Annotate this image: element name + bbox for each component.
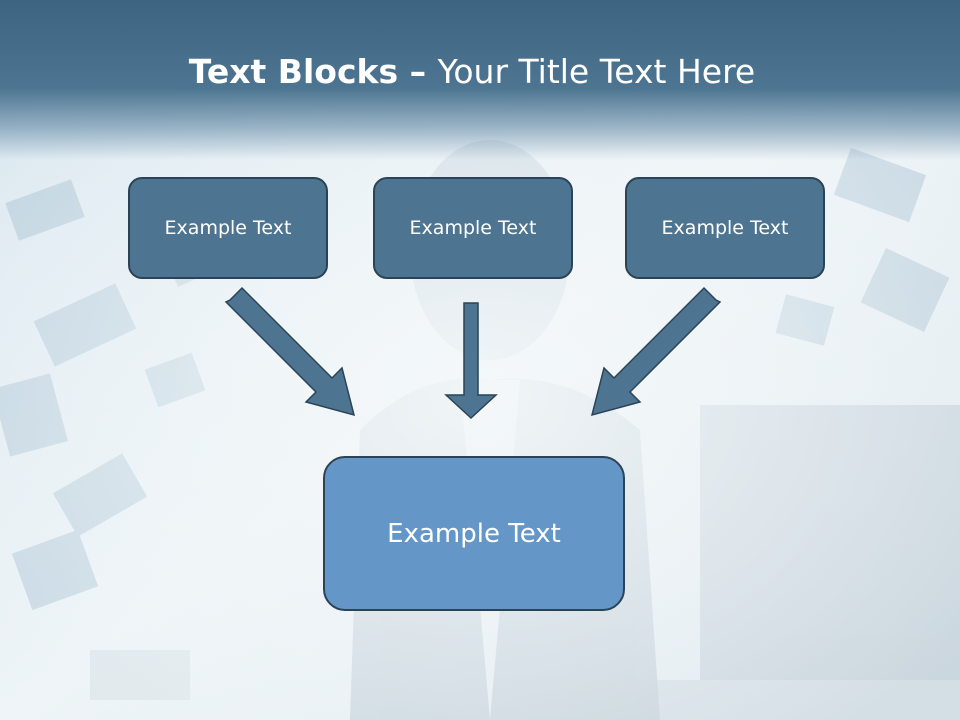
text-block-top-center[interactable]: Example Text bbox=[373, 177, 573, 279]
text-block-label: Example Text bbox=[387, 518, 561, 549]
text-block-top-left[interactable]: Example Text bbox=[128, 177, 328, 279]
text-block-label: Example Text bbox=[164, 217, 292, 239]
title-rest: Your Title Text Here bbox=[437, 52, 756, 91]
text-block-label: Example Text bbox=[661, 217, 789, 239]
slide-title: Text Blocks – Your Title Text Here bbox=[0, 52, 944, 91]
title-bold: Text Blocks bbox=[188, 52, 399, 91]
header-band bbox=[0, 0, 960, 160]
text-block-top-right[interactable]: Example Text bbox=[625, 177, 825, 279]
text-block-label: Example Text bbox=[409, 217, 537, 239]
text-block-bottom[interactable]: Example Text bbox=[323, 456, 625, 611]
title-separator: – bbox=[398, 52, 438, 91]
